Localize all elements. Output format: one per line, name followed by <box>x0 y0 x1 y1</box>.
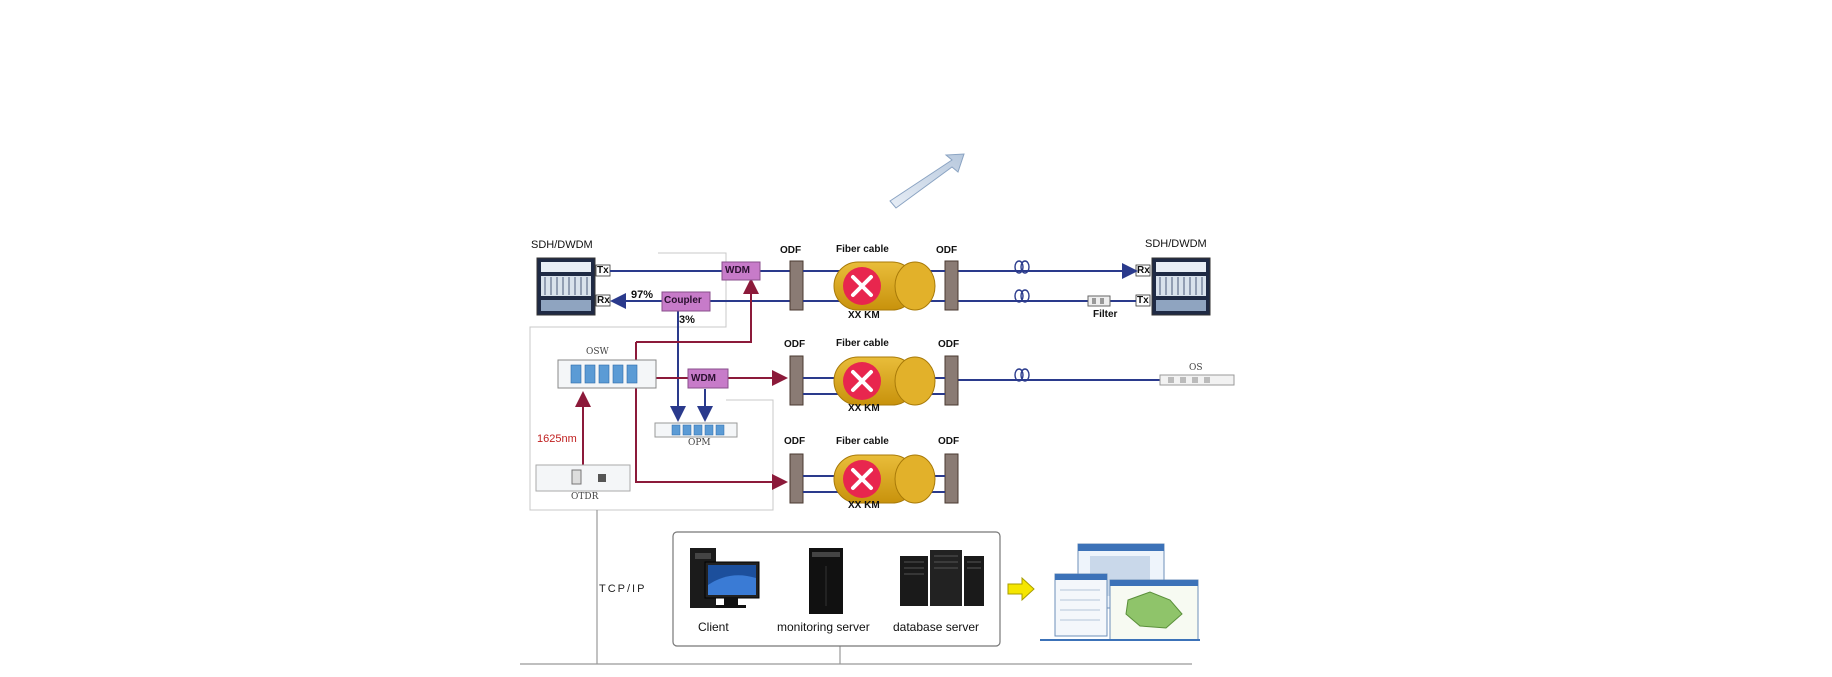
odf-left-label: ODF <box>784 339 806 350</box>
otdr-label: OTDR <box>571 492 599 502</box>
output-arrow-icon <box>1007 576 1035 602</box>
database-server-icon <box>900 550 984 606</box>
wdm-middle-label: WDM <box>691 373 716 384</box>
left-tx-label: Tx <box>597 265 609 276</box>
fiber-cable-label: Fiber cable <box>836 436 889 447</box>
red-fiber-lines <box>575 278 788 490</box>
database-server-label: database server <box>893 620 980 634</box>
odf-right-label: ODF <box>938 436 960 447</box>
split-low-label: 3% <box>679 314 695 326</box>
monitoring-server-label: monitoring server <box>777 620 870 634</box>
direction-arrow-icon <box>889 153 965 209</box>
odf-right-label: ODF <box>938 339 960 350</box>
coupler <box>661 291 711 312</box>
fiber-cable-3 <box>789 453 959 504</box>
right-rx-label: Rx <box>1137 265 1150 276</box>
wdm-top-label: WDM <box>725 265 750 276</box>
os-label: OS <box>1189 363 1203 373</box>
wdm-middle <box>687 368 729 389</box>
opm-label: OPM <box>688 438 711 448</box>
odf-left-label: ODF <box>780 245 802 256</box>
monitoring-server-icon <box>809 548 843 614</box>
left-rx-label: Rx <box>597 295 610 306</box>
software-screenshots-icon <box>1040 543 1200 641</box>
right-equipment-label: SDH/DWDM <box>1145 238 1207 250</box>
filter-device <box>1087 295 1111 307</box>
distance-label: XX KM <box>848 500 880 511</box>
osw-device <box>557 359 657 389</box>
client-computer-icon <box>690 548 760 608</box>
tcp-ip-network-lines <box>520 510 1192 665</box>
distance-label: XX KM <box>848 403 880 414</box>
right-sdh-dwdm-rack <box>1151 257 1211 316</box>
otdr-device <box>535 464 631 492</box>
fiber-cable-2 <box>789 355 959 406</box>
coupler-label: Coupler <box>664 295 702 306</box>
left-equipment-label: SDH/DWDM <box>531 239 593 251</box>
osw-label: OSW <box>586 347 609 357</box>
os-device <box>1159 374 1235 386</box>
odf-right-label: ODF <box>936 245 958 256</box>
fiber-loop-icons <box>1014 260 1030 382</box>
wavelength-label: 1625nm <box>537 433 577 445</box>
opm-device <box>654 422 738 438</box>
fiber-cable-label: Fiber cable <box>836 338 889 349</box>
distance-label: XX KM <box>848 310 880 321</box>
left-sdh-dwdm-rack <box>536 257 596 316</box>
filter-label: Filter <box>1093 309 1118 320</box>
fiber-cable-1 <box>789 260 959 311</box>
odf-left-label: ODF <box>784 436 806 447</box>
fiber-cable-label: Fiber cable <box>836 244 889 255</box>
right-tx-label: Tx <box>1137 295 1149 306</box>
protocol-label: TCP/IP <box>599 583 647 595</box>
split-high-label: 97% <box>631 289 654 301</box>
client-label: Client <box>698 620 729 634</box>
wdm-top <box>721 261 761 281</box>
